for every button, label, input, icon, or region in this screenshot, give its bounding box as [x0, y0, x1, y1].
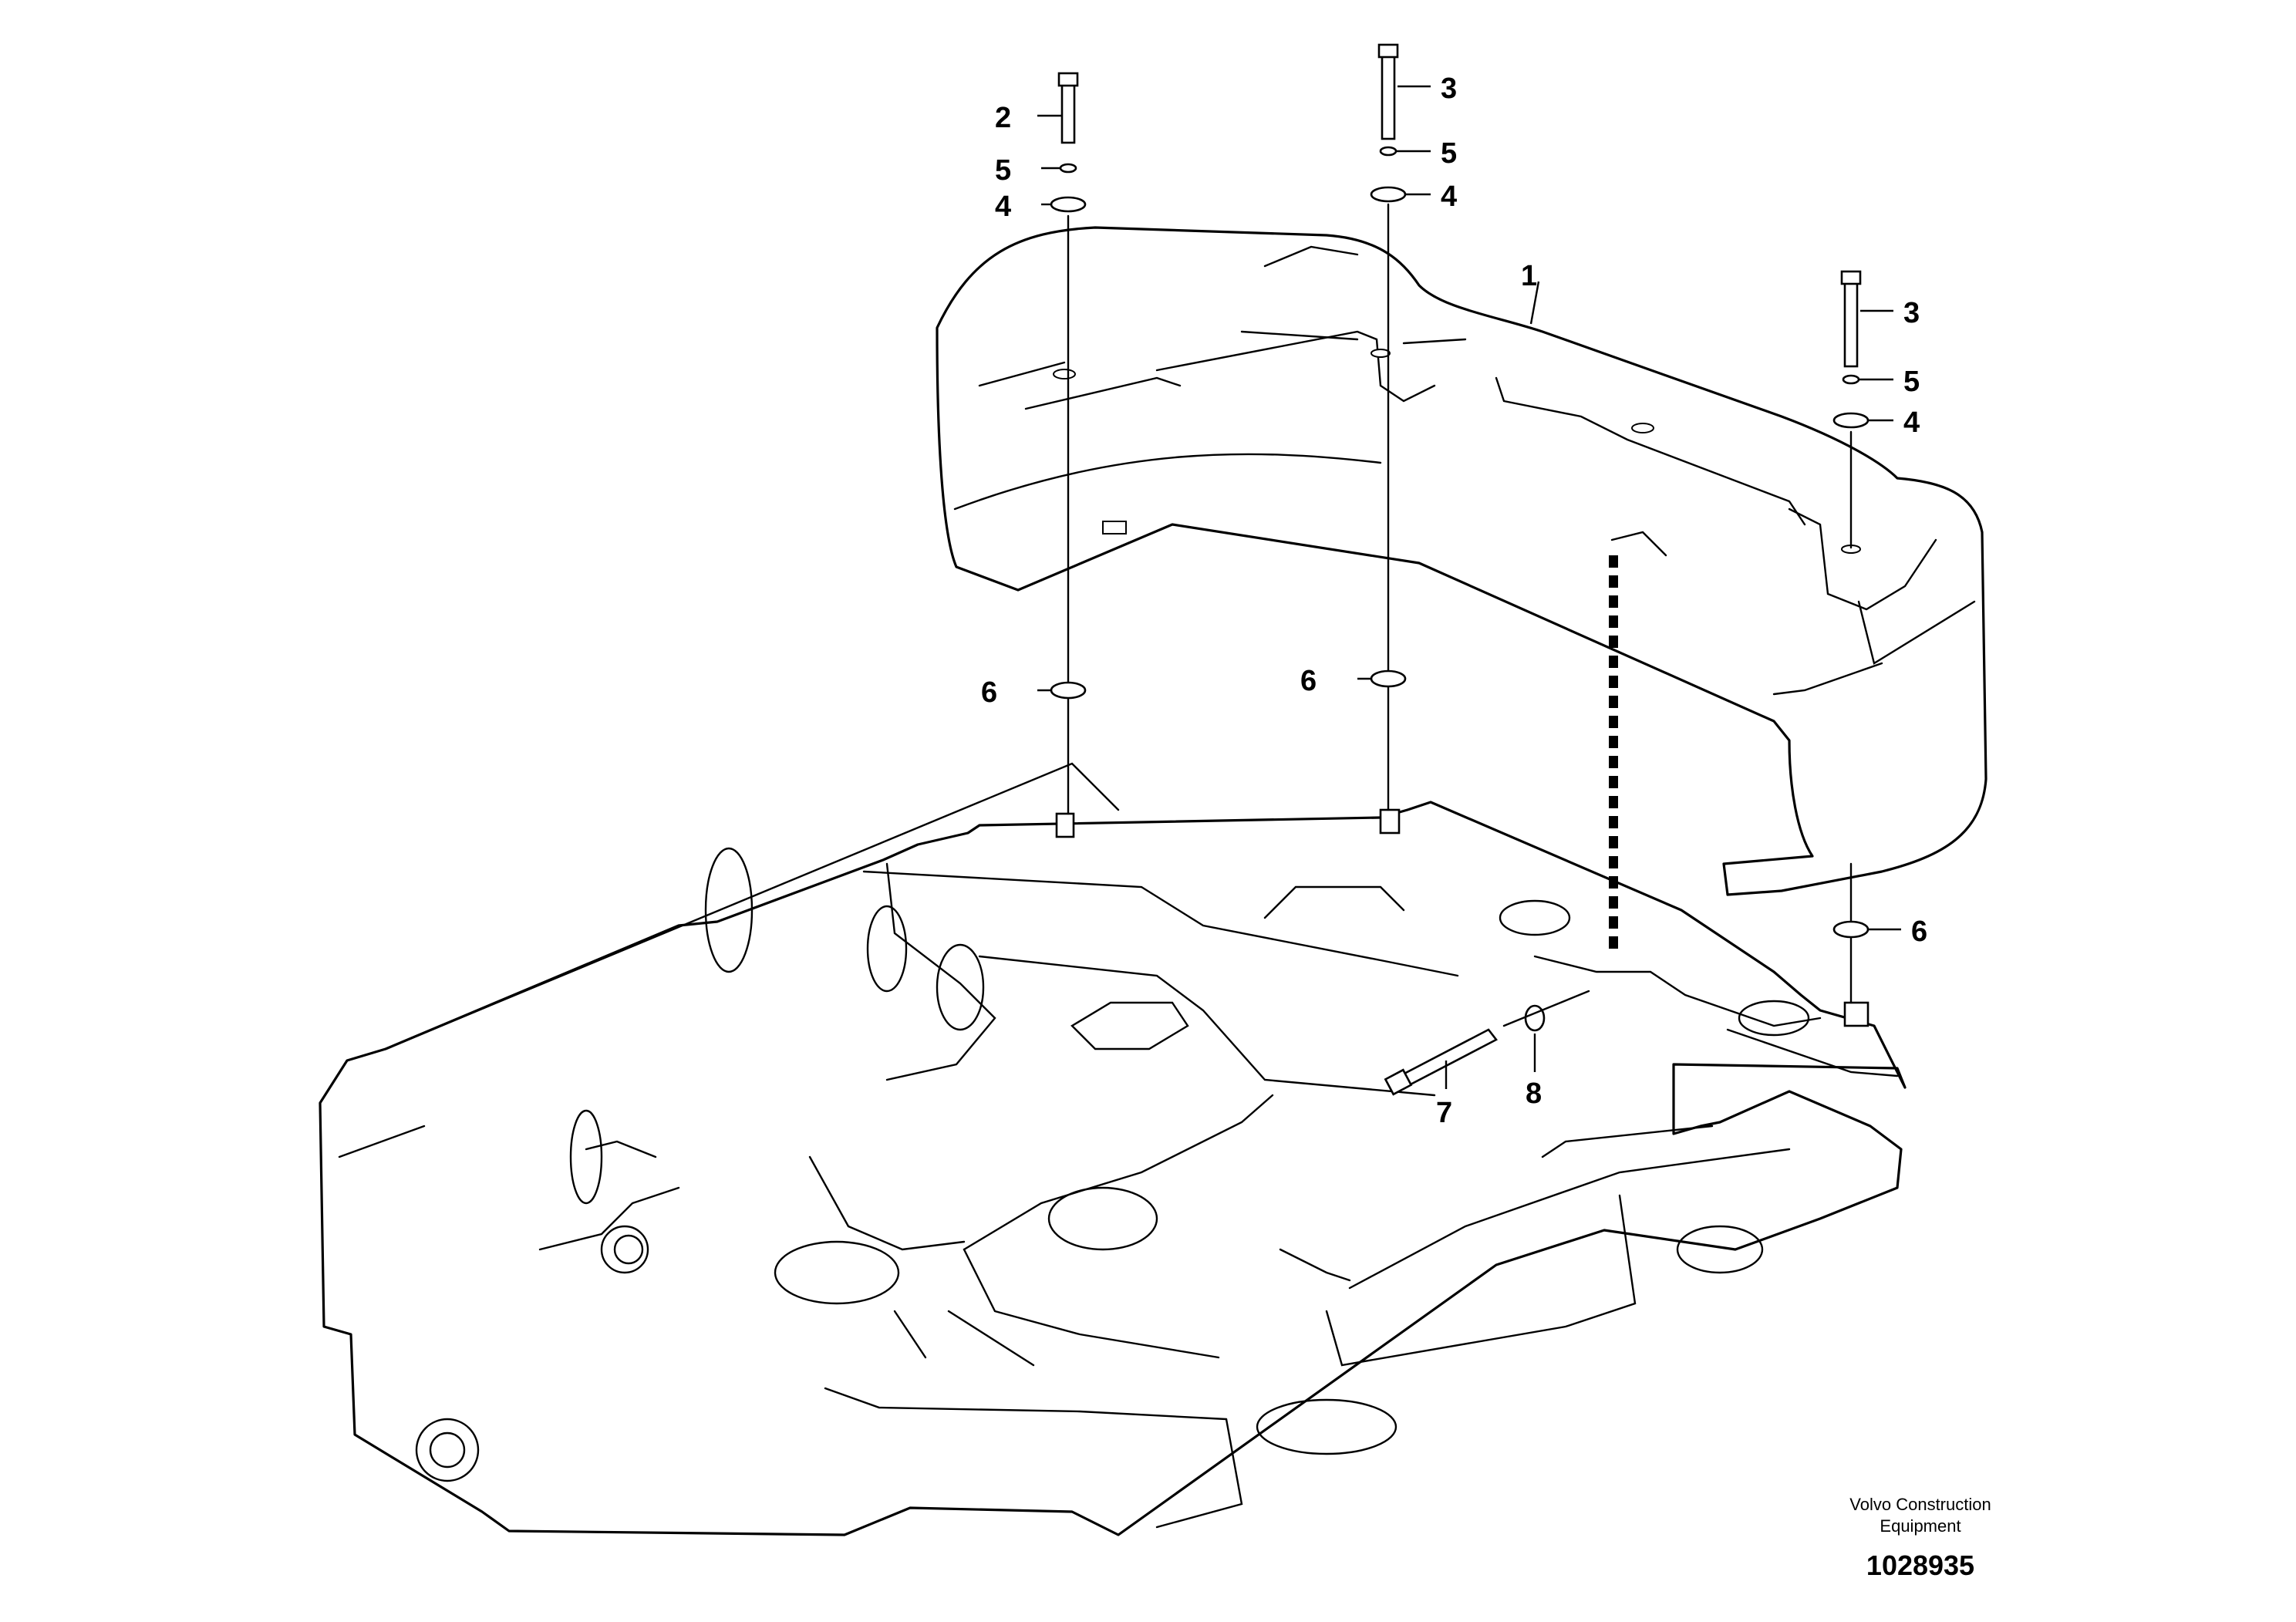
- upper-frame: [319, 762, 1907, 1536]
- callout-7: 7: [1436, 1097, 1452, 1129]
- mounting-bosses: [1055, 808, 1870, 1027]
- callout-6-center: 6: [1300, 665, 1317, 697]
- callout-4-left: 4: [995, 191, 1011, 223]
- callout-2: 2: [995, 102, 1011, 134]
- callout-4-center: 4: [1441, 180, 1457, 213]
- callout-5-center: 5: [1441, 137, 1457, 170]
- title-block: Volvo Construction Equipment 1028935: [1849, 1495, 1991, 1581]
- callout-5-left: 5: [995, 154, 1011, 187]
- callout-6-left: 6: [981, 676, 997, 709]
- callout-1: 1: [1521, 260, 1537, 292]
- callout-leaders: [1037, 85, 1901, 1089]
- callout-3-right: 3: [1903, 297, 1920, 329]
- callout-4-right: 4: [1903, 406, 1920, 439]
- counterweight: [936, 226, 1988, 896]
- callout-3-center: 3: [1441, 73, 1457, 105]
- center-bolt-stack: [1370, 43, 1407, 811]
- drawing-number: 1028935: [1866, 1549, 1974, 1581]
- callout-labels: 1 2 3 3 4 4 4 5 5 5 6 6 6 7 8: [981, 73, 1927, 1129]
- callout-5-right: 5: [1903, 366, 1920, 398]
- callout-8: 8: [1526, 1077, 1542, 1110]
- brand-line-2: Equipment: [1880, 1516, 1961, 1536]
- callout-6-right: 6: [1911, 916, 1927, 948]
- right-bolt-stack: [1832, 270, 1870, 1004]
- lift-bolt-assembly: [1384, 531, 1667, 1096]
- left-bolt-stack: [1050, 72, 1087, 815]
- brand-line-1: Volvo Construction: [1849, 1495, 1991, 1514]
